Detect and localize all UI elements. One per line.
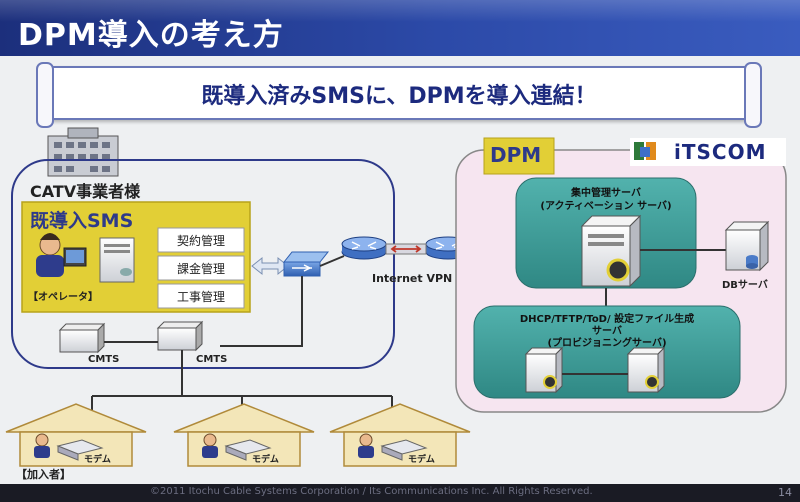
function-construction: 工事管理 bbox=[176, 290, 225, 304]
modem-label-1: モデム bbox=[84, 455, 111, 465]
cmts-left-icon bbox=[58, 322, 106, 354]
cmts-label-right: CMTS bbox=[196, 354, 228, 365]
operator-label: CATV事業者様 bbox=[30, 182, 141, 201]
function-billing: 課金管理 bbox=[176, 262, 225, 276]
subscriber-label: 【加入者】 bbox=[16, 468, 71, 481]
central-server-icon bbox=[580, 214, 642, 288]
function-contract: 契約管理 bbox=[176, 234, 225, 248]
logo-text: iTSCOM bbox=[674, 140, 767, 164]
operator-person-icon bbox=[36, 233, 87, 277]
provisioning-label-3: (プロビジョニングサーバ) bbox=[547, 338, 667, 349]
provisioning-server-2-icon bbox=[626, 346, 666, 394]
scroll-curl-right bbox=[744, 62, 762, 128]
footer: ©2011 Itochu Cable Systems Corporation /… bbox=[0, 484, 800, 502]
switch-icon bbox=[282, 251, 330, 277]
sms-title: 既導入SMS bbox=[30, 210, 134, 232]
page-number: 14 bbox=[778, 486, 792, 499]
router-left-icon bbox=[341, 236, 387, 260]
central-server-sublabel: (アクティベーション サーバ) bbox=[540, 201, 672, 212]
dpm-label-box bbox=[483, 137, 555, 175]
operator-role-label: 【オペレータ】 bbox=[28, 292, 98, 303]
itscom-logo-icon bbox=[634, 142, 656, 160]
db-server-icon bbox=[724, 220, 770, 272]
modem-label-2: モデム bbox=[252, 455, 279, 465]
subscriber-lines bbox=[91, 350, 393, 410]
db-server-label: DBサーバ bbox=[722, 280, 768, 291]
dpm-label: DPM bbox=[490, 143, 542, 167]
central-server-label: 集中管理サーバ bbox=[571, 188, 641, 199]
cmts-right-icon bbox=[156, 320, 204, 352]
function-box-construction bbox=[157, 283, 245, 309]
headline-banner: 既導入済みSMSに、DPMを導入連結！ bbox=[36, 62, 762, 128]
scroll-curl-left bbox=[36, 62, 54, 128]
copyright-text: ©2011 Itochu Cable Systems Corporation /… bbox=[150, 486, 593, 497]
modem-label-3: モデム bbox=[408, 455, 435, 465]
provisioning-label-1: DHCP/TFTP/ToD/ 設定ファイル生成 bbox=[519, 314, 695, 325]
function-box-billing bbox=[157, 255, 245, 281]
line-switch-router bbox=[319, 255, 345, 267]
house-1-icon bbox=[5, 403, 147, 467]
provisioning-server-1-icon bbox=[524, 346, 564, 394]
vpn-arrow-icon bbox=[390, 245, 422, 253]
house-2-icon bbox=[173, 403, 315, 467]
sms-switch-arrow bbox=[251, 256, 289, 276]
cmts-label-left: CMTS bbox=[88, 354, 120, 365]
network-label: Internet VPN bbox=[372, 272, 453, 285]
provisioning-label-2: サーバ bbox=[592, 326, 622, 337]
function-box-contract bbox=[157, 227, 245, 253]
house-3-icon bbox=[329, 403, 471, 467]
page-title: DPM導入の考え方 bbox=[18, 18, 284, 53]
building-icon bbox=[47, 127, 119, 177]
line-switch-cmts bbox=[220, 276, 303, 347]
headline-text: 既導入済みSMSに、DPMを導入連結！ bbox=[201, 84, 597, 109]
title-bar: DPM導入の考え方 bbox=[0, 0, 800, 56]
sms-server-icon bbox=[99, 237, 135, 283]
operator-boundary bbox=[11, 159, 395, 369]
